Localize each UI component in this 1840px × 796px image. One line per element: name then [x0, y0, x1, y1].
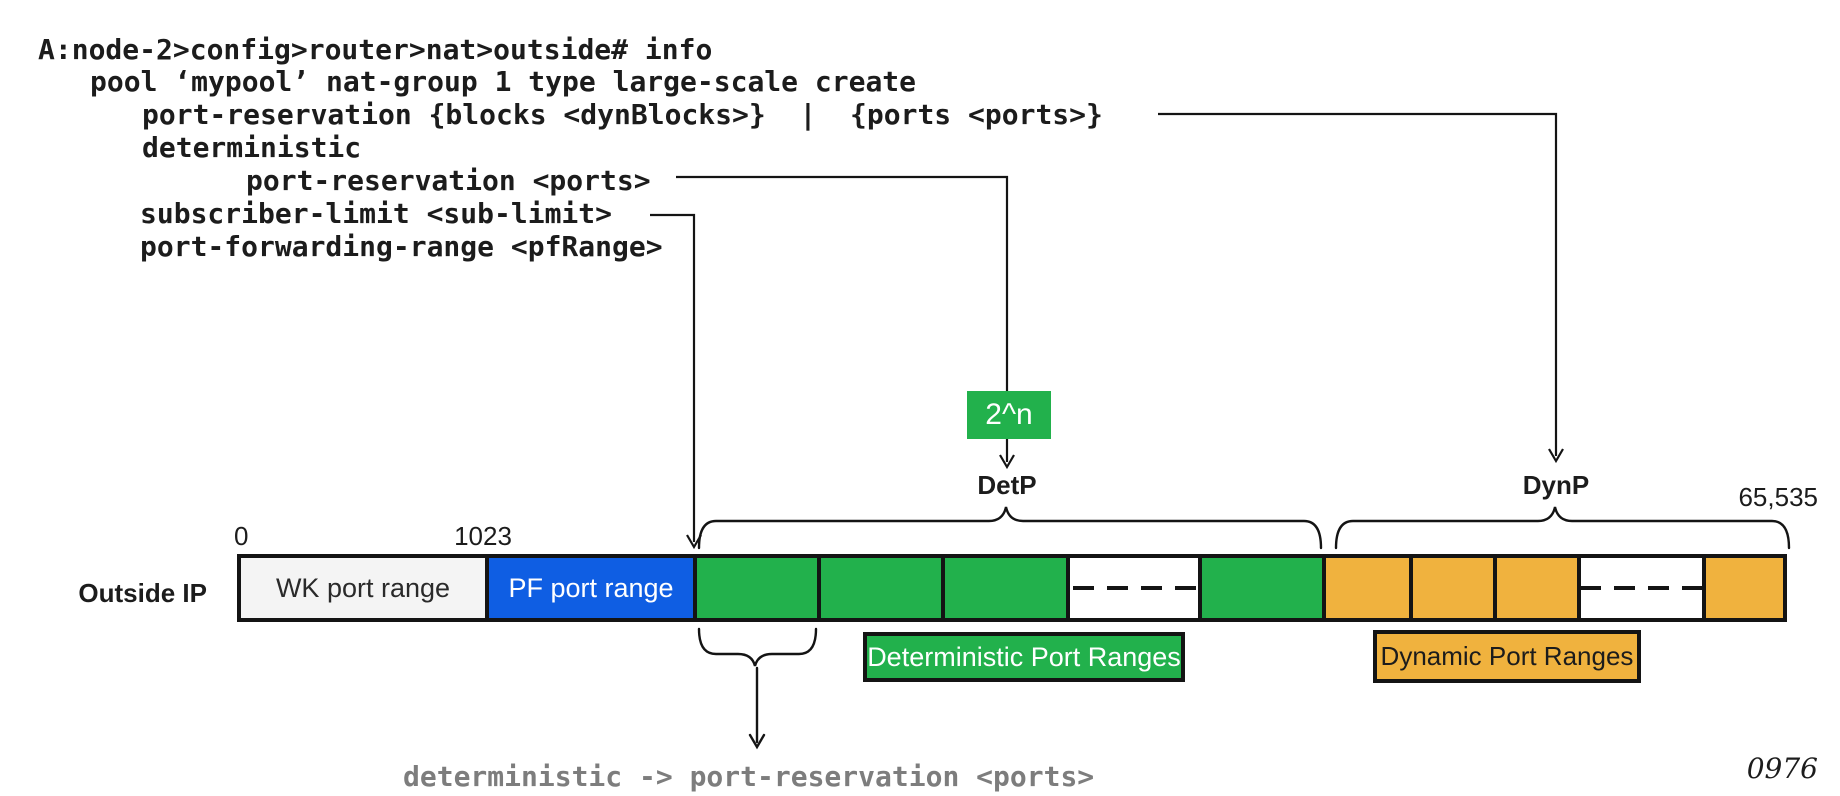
power-of-two-box: 2^n — [967, 391, 1051, 439]
ellipsis-dashes — [1072, 586, 1196, 590]
wk-port-range-label: WK port range — [275, 572, 451, 603]
cli-det-port-reservation-line: port-reservation <ports> — [246, 164, 651, 197]
deterministic-port-ranges-legend: Deterministic Port Ranges — [863, 632, 1185, 682]
deterministic-annotation: deterministic -> port-reservation <ports… — [403, 760, 1095, 793]
cli-port-reservation-line: port-reservation {blocks <dynBlocks>} | … — [142, 98, 1103, 131]
cli-port-forwarding-range-line: port-forwarding-range <pfRange> — [140, 230, 663, 263]
scale-tick-0: 0 — [234, 521, 249, 551]
dynamic-port-block — [1706, 558, 1783, 618]
arrow-subscriber-limit-to-bar — [650, 213, 702, 550]
deterministic-legend-label: Deterministic Port Ranges — [867, 641, 1181, 672]
deterministic-ellipsis-block — [1070, 558, 1198, 618]
pf-port-range-label: PF port range — [508, 572, 674, 603]
dynp-brace — [1334, 506, 1791, 550]
detp-brace — [697, 506, 1323, 550]
ellipsis-dashes — [1580, 586, 1703, 590]
dynamic-port-ranges-legend: Dynamic Port Ranges — [1373, 630, 1641, 683]
pf-port-range-block: PF port range — [489, 558, 693, 618]
figure-number: 0976 — [1746, 752, 1818, 785]
cli-subscriber-limit-line: subscriber-limit <sub-limit> — [140, 197, 613, 230]
deterministic-port-block — [821, 558, 941, 618]
first-det-block-brace-arrow — [697, 627, 818, 750]
dynamic-ellipsis-block — [1580, 558, 1703, 618]
arrow-det-ports-to-detp — [676, 175, 1015, 470]
dynamic-port-block — [1326, 558, 1409, 618]
dynamic-port-block — [1497, 558, 1577, 618]
scale-tick-65535: 65,535 — [1738, 482, 1818, 512]
cli-prompt-line: A:node-2>config>router>nat>outside# info — [38, 33, 713, 66]
detp-section-label: DetP — [977, 470, 1037, 500]
deterministic-port-block — [1202, 558, 1322, 618]
outside-ip-port-bar: WK port range PF port range — [237, 554, 1787, 622]
cli-deterministic-line: deterministic — [142, 131, 362, 164]
outside-ip-label: Outside IP — [78, 578, 207, 608]
scale-tick-1023: 1023 — [454, 521, 512, 551]
dynp-section-label: DynP — [1522, 470, 1590, 500]
dynamic-port-block — [1413, 558, 1493, 618]
dynamic-legend-label: Dynamic Port Ranges — [1380, 641, 1634, 671]
arrow-ports-to-dynp — [1158, 112, 1564, 464]
cli-pool-line: pool ‘mypool’ nat-group 1 type large-sca… — [90, 65, 917, 98]
deterministic-port-block — [945, 558, 1066, 618]
wk-port-range-block: WK port range — [241, 558, 485, 618]
deterministic-port-block — [697, 558, 817, 618]
